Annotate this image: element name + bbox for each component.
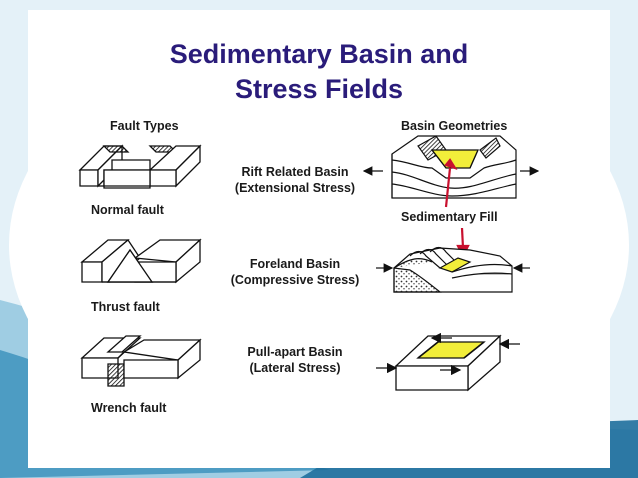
basin-stress-foreland: (Compressive Stress)	[230, 273, 360, 287]
thrust-fault-block-diagram	[80, 238, 202, 284]
basin-stress-pullapart: (Lateral Stress)	[249, 361, 341, 375]
basin-geometries-header: Basin Geometries	[401, 119, 508, 133]
normal-fault-block-diagram	[78, 144, 202, 189]
foreland-basin-diagram	[376, 246, 530, 293]
slide-title-line-1: Sedimentary Basin and	[169, 39, 469, 69]
wrench-fault-block-diagram	[80, 335, 202, 387]
fault-label-thrust: Thrust fault	[91, 300, 160, 314]
basin-name-pullapart: Pull-apart Basin	[247, 345, 343, 359]
basin-label-rift: Rift Related Basin (Extensional Stress)	[215, 164, 375, 196]
slide-title-line-2: Stress Fields	[234, 74, 404, 104]
fault-label-normal: Normal fault	[91, 203, 164, 217]
basin-label-pullapart: Pull-apart Basin (Lateral Stress)	[215, 344, 375, 376]
fault-label-wrench: Wrench fault	[91, 401, 167, 415]
basin-name-rift: Rift Related Basin	[241, 165, 349, 179]
basin-stress-rift: (Extensional Stress)	[234, 181, 356, 195]
basin-name-foreland: Foreland Basin	[249, 257, 341, 271]
pullapart-basin-diagram	[376, 332, 520, 392]
sedimentary-fill-label: Sedimentary Fill	[401, 210, 498, 224]
basin-label-foreland: Foreland Basin (Compressive Stress)	[215, 256, 375, 288]
fault-types-header: Fault Types	[110, 119, 179, 133]
